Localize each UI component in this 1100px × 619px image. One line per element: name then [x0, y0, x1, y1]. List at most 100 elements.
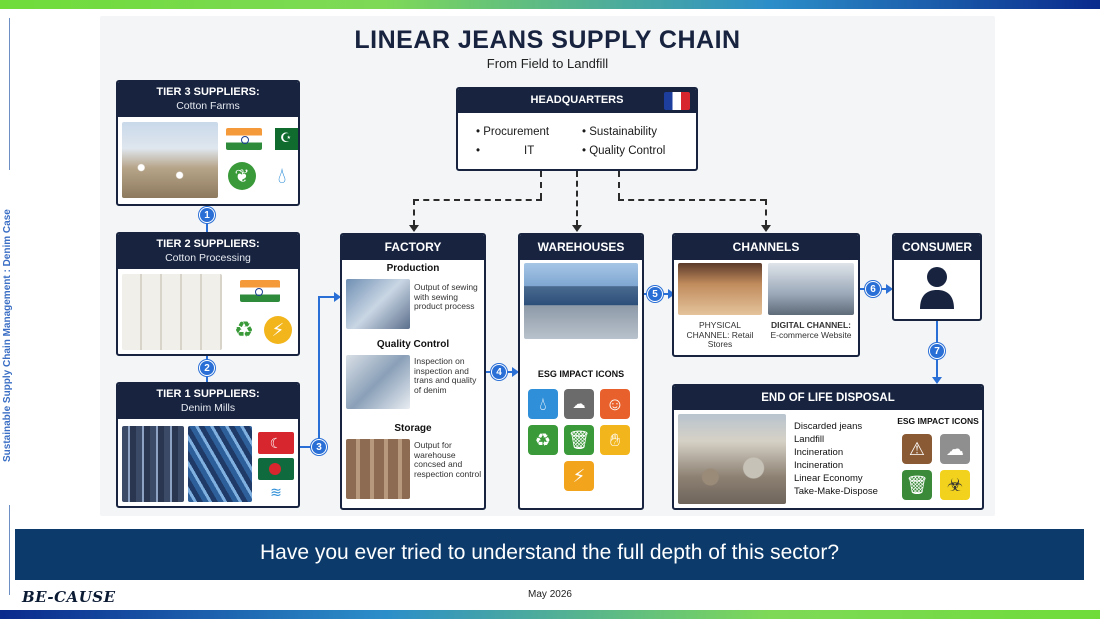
disposal-item-incineration-2: Incineration: [794, 460, 844, 471]
disposal-item-take-make-dispose: Take-Make-Dispose: [794, 486, 878, 497]
arrow-to-channels: [668, 289, 675, 299]
tier3-card: TIER 3 SUPPLIERS: Cotton Farms ❦ 💧︎: [116, 80, 300, 206]
quality-control-title: Quality Control: [376, 339, 450, 350]
step-badge-6: 6: [865, 281, 881, 297]
smoke-icon: ☁: [940, 434, 970, 464]
factory-card: FACTORY Production Output of sewing with…: [340, 233, 486, 510]
lightning-icon: ⚡︎: [264, 316, 292, 344]
cloud-co2-icon: ☁: [564, 389, 594, 419]
hq-item-bullet: •: [476, 145, 481, 157]
hq-item-quality-control: • Quality Control: [582, 145, 666, 157]
hq-item-sustainability: • Sustainability: [582, 126, 657, 138]
sewing-photo: [346, 279, 410, 329]
flow-line-3a: [300, 446, 318, 448]
tier1-title: TIER 1 SUPPLIERS:: [156, 388, 260, 400]
channels-title: CHANNELS: [674, 235, 858, 260]
eol-esg-label: ESG IMPACT ICONS: [897, 416, 979, 426]
consumer-card: CONSUMER: [892, 233, 982, 321]
person-icon: [920, 267, 954, 309]
laptop-ecommerce-photo: [768, 263, 854, 315]
recycle-icon: ♻: [528, 425, 558, 455]
disposal-item-linear-economy: Linear Economy: [794, 473, 863, 484]
turkey-flag-icon: ☾: [258, 432, 294, 454]
pakistan-flag-icon: [266, 128, 298, 150]
hq-dash-1: [540, 171, 542, 199]
storage-photo: [346, 439, 410, 499]
hq-dash-5: [618, 171, 620, 199]
arrow-to-warehouse-hq: [572, 225, 582, 232]
production-text: Output of sewing with sewing product pro…: [414, 282, 478, 311]
arrow-to-warehouse: [512, 367, 519, 377]
tier1-subtitle: Denim Mills: [180, 401, 236, 414]
denim-loom-photo: [188, 426, 252, 502]
bangladesh-flag-icon: [258, 458, 294, 480]
hq-item-procurement: • Procurement: [476, 126, 550, 138]
tier2-card: TIER 2 SUPPLIERS: Cotton Processing ♻ ⚡︎: [116, 232, 300, 356]
tier2-subtitle: Cotton Processing: [165, 251, 251, 264]
india-flag-icon: [226, 128, 262, 150]
denim-mill-photo: [122, 426, 184, 502]
arrow-to-factory: [334, 292, 341, 302]
be-cause-logo: BE-CAUSE: [22, 588, 116, 606]
digital-channel-subtitle: E-commerce Website: [770, 330, 852, 340]
headquarters-title: HEADQUARTERS: [458, 89, 696, 113]
landfill-photo: [678, 414, 786, 504]
warehouses-title: WAREHOUSES: [520, 235, 642, 260]
disposal-item-incineration-1: Incineration: [794, 447, 844, 458]
quality-control-text: Inspection on inspection and trans and q…: [414, 356, 477, 395]
hq-dash-4: [576, 171, 578, 226]
water-drop-icon: 💧︎: [268, 162, 296, 190]
hands-icon: ✋︎: [600, 425, 630, 455]
trash-icon: 🗑︎: [902, 470, 932, 500]
end-of-life-card: END OF LIFE DISPOSAL Discarded jeans Lan…: [672, 384, 984, 510]
cotton-bales-photo: [122, 274, 222, 350]
step-badge-1: 1: [199, 207, 215, 223]
arrow-to-disposal: [932, 377, 942, 384]
disposal-item-discarded: Discarded jeans: [794, 421, 863, 432]
lightning-icon: ⚡︎: [564, 461, 594, 491]
trash-icon: 🗑︎: [564, 425, 594, 455]
waves-icon: ≋: [270, 483, 282, 500]
hq-dash-2: [413, 199, 542, 201]
caption-text: Have you ever tried to understand the fu…: [259, 541, 839, 564]
tier2-title: TIER 2 SUPPLIERS:: [156, 238, 260, 250]
hq-dash-7: [765, 199, 767, 226]
arrow-to-factory-hq: [409, 225, 419, 232]
hazard-icon: ⚠︎: [902, 434, 932, 464]
supply-chain-infographic: LINEAR JEANS SUPPLY CHAIN From Field to …: [100, 16, 995, 516]
production-title: Production: [386, 263, 440, 274]
worker-icon: ☺: [600, 389, 630, 419]
factory-title: FACTORY: [342, 235, 484, 260]
step-badge-3: 3: [311, 439, 327, 455]
warehouse-esg-label: ESG IMPACT ICONS: [537, 369, 625, 379]
step-badge-4: 4: [491, 364, 507, 380]
tier1-card: TIER 1 SUPPLIERS: Denim Mills ☾ ≋: [116, 382, 300, 508]
physical-channel-label: PHYSICAL CHANNEL: Retail Stores: [686, 320, 754, 349]
top-gradient-bar: [0, 0, 1100, 9]
france-flag-icon: [664, 92, 690, 110]
water-drop-icon: 💧︎: [528, 389, 558, 419]
quality-control-photo: [346, 355, 410, 409]
step-badge-7: 7: [929, 343, 945, 359]
arrow-to-consumer: [886, 284, 893, 294]
india-flag-icon: [240, 280, 280, 302]
storage-title: Storage: [394, 423, 432, 434]
hq-dash-3: [413, 199, 415, 226]
side-title: Sustainable Supply Chain Management : De…: [2, 209, 13, 463]
step-badge-5: 5: [647, 286, 663, 302]
warehouse-solar-photo: [524, 263, 638, 339]
retail-store-photo: [678, 263, 762, 315]
storage-text: Output for warehouse concsed and respect…: [414, 440, 482, 479]
flow-line-3b: [318, 296, 320, 448]
arrow-to-channels-hq: [761, 225, 771, 232]
tier3-subtitle: Cotton Farms: [176, 99, 240, 112]
side-divider-top: [9, 18, 10, 170]
headquarters-card: HEADQUARTERS • Procurement • Sustainabil…: [456, 87, 698, 171]
step-badge-2: 2: [199, 360, 215, 376]
recycle-icon: ♻: [230, 316, 258, 344]
leaf-icon: ❦: [228, 162, 256, 190]
warehouses-card: WAREHOUSES ESG IMPACT ICONS 💧︎ ☁ ☺ ♻ 🗑︎ …: [518, 233, 644, 510]
cotton-farm-photo: [122, 122, 218, 198]
disposal-item-landfill: Landfill: [794, 434, 825, 445]
